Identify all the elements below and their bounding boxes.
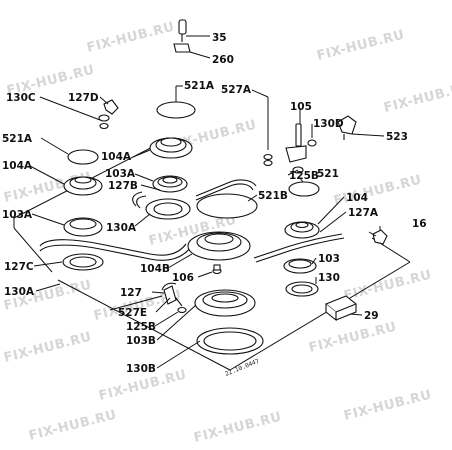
watermark: FIX-HUB.RU xyxy=(307,320,398,356)
callout-521a-left: 521A xyxy=(2,133,33,145)
injector-106 xyxy=(212,264,222,275)
callout-104: 104 xyxy=(346,192,368,204)
watermark: FIX-HUB.RU xyxy=(27,408,118,444)
igniter-16 xyxy=(372,226,388,245)
callout-127b: 127B xyxy=(108,180,138,192)
burner-head-104 xyxy=(284,221,320,239)
callout-125b-bottom: 125B xyxy=(126,321,156,333)
callout-527a: 527A xyxy=(221,84,252,96)
drawing-note: 22.10.0447 xyxy=(224,358,260,378)
watermark: FIX-HUB.RU xyxy=(342,268,433,304)
callout-521b: 521B xyxy=(258,190,288,202)
ring-130b xyxy=(196,327,264,355)
burner-head-104a-mid xyxy=(149,137,193,159)
callout-103: 103 xyxy=(318,253,340,265)
callout-104a-left: 104A xyxy=(2,160,33,172)
watermark: FIX-HUB.RU xyxy=(382,80,452,116)
callout-103b: 103B xyxy=(126,335,156,347)
watermark: FIX-HUB.RU xyxy=(315,28,406,64)
ring-130a-left xyxy=(62,253,104,271)
callout-130a-left: 130A xyxy=(4,286,35,298)
callout-130c: 130C xyxy=(6,92,36,104)
burner-head-104a-left xyxy=(63,176,103,196)
burner-cap-521 xyxy=(288,181,320,197)
watermark: FIX-HUB.RU xyxy=(85,20,176,56)
callout-130b: 130B xyxy=(126,363,156,375)
callout-125b-right: 125B xyxy=(289,170,319,182)
ignition-box-29 xyxy=(324,295,358,322)
burner-base-103 xyxy=(283,258,317,274)
callout-103a-mid: 103A xyxy=(105,168,136,180)
burner-cap-521a-top xyxy=(156,85,196,119)
callout-521: 521 xyxy=(317,168,339,180)
callout-260: 260 xyxy=(212,54,234,66)
gas-tap-assembly xyxy=(263,123,317,174)
callout-127c: 127C xyxy=(4,261,34,273)
thermocouple-assembly xyxy=(163,285,187,314)
ring-130a-mid xyxy=(145,198,191,220)
callout-523: 523 xyxy=(386,131,408,143)
callout-105: 105 xyxy=(290,101,312,113)
callout-130: 130 xyxy=(318,272,340,284)
callout-127: 127 xyxy=(120,287,142,299)
callout-labels: 35 260 521A 527A 130C 127D 105 130D 523 … xyxy=(2,32,427,375)
ring-130 xyxy=(285,281,319,297)
burner-base-103b xyxy=(194,289,256,317)
burner-cap-521b xyxy=(196,193,258,219)
callout-127d: 127D xyxy=(68,92,99,104)
callout-16: 16 xyxy=(412,218,427,230)
burner-base-103a-mid xyxy=(152,175,188,193)
callout-103a-left: 103A xyxy=(2,209,33,221)
gas-pipe-assembly xyxy=(39,179,345,307)
callout-127a: 127A xyxy=(348,207,379,219)
callout-106: 106 xyxy=(172,272,194,284)
callout-130d: 130D xyxy=(313,118,344,130)
callout-29: 29 xyxy=(364,310,379,322)
watermark: FIX-HUB.RU xyxy=(192,410,283,446)
burner-head-104b xyxy=(187,231,251,261)
bracket-523 xyxy=(337,115,357,140)
leader-lines xyxy=(29,89,385,369)
callout-527e: 527E xyxy=(118,307,147,319)
watermark: FIX-HUB.RU xyxy=(342,388,433,424)
callout-130a-mid: 130A xyxy=(106,222,137,234)
burner-base-103a-left xyxy=(63,217,103,237)
burner-cap-521a-left xyxy=(67,149,99,165)
clip-bracket-part xyxy=(173,19,211,59)
callout-104a-mid: 104A xyxy=(101,151,132,163)
elbow-connector-part xyxy=(39,96,119,130)
callout-104b: 104B xyxy=(140,263,170,275)
callout-521a-top: 521A xyxy=(184,80,215,92)
watermark: FIX-HUB.RU xyxy=(2,330,93,366)
callout-35: 35 xyxy=(212,32,227,44)
